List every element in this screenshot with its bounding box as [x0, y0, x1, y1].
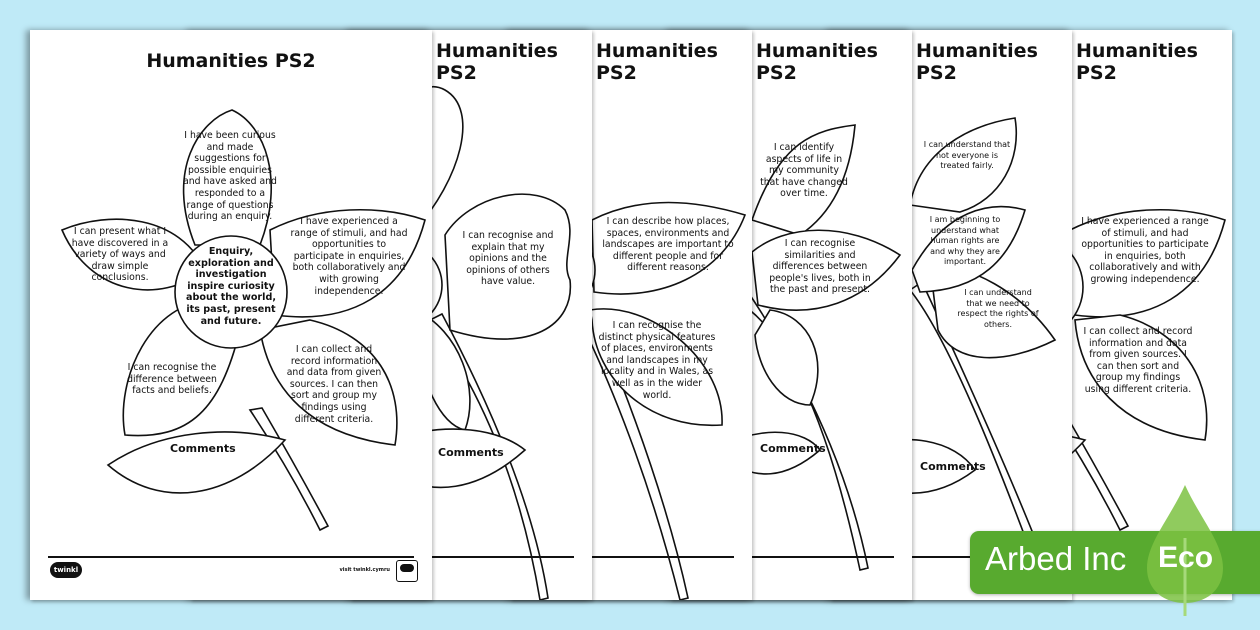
comments-label: Comments	[760, 442, 826, 455]
petal-bottom-left-text: I can recognise the difference between f…	[127, 362, 217, 397]
petal-bottom-right-text: I can collect and record information and…	[1083, 326, 1193, 395]
quality-badge-icon	[396, 560, 418, 582]
page-title: Humanities PS2	[1076, 40, 1198, 84]
flower-drawing	[60, 109, 426, 532]
page-title: Humanities PS2	[756, 40, 878, 84]
centre-text: Enquiry, exploration and investigation i…	[186, 246, 276, 327]
worksheet-page-1[interactable]: Humanities PS2 I have been curious and m…	[30, 30, 432, 600]
page-title: Humanities PS2	[596, 40, 718, 84]
footer-divider	[48, 556, 414, 558]
comments-label: Comments	[438, 446, 504, 459]
page-title: Humanities PS2	[436, 40, 558, 84]
petal-bottom-right-text: I can collect and record information and…	[286, 344, 382, 425]
petal-top-text: I have been curious and made suggestions…	[183, 130, 277, 223]
footer-visit-text: visit twinkl.cymru	[339, 567, 390, 573]
petal-top-text: I can understand that not everyone is tr…	[923, 140, 1011, 170]
petal-right-text: I can describe how places, spaces, envir…	[602, 216, 734, 274]
comments-label: Comments	[170, 442, 236, 455]
brand-name: Arbed Inc	[985, 540, 1127, 577]
petal-top-text: I can identify aspects of life in my com…	[760, 142, 848, 200]
brand-tag: Eco	[1158, 541, 1214, 574]
twinkl-logo: twinkl	[50, 562, 82, 578]
comments-label: Comments	[920, 460, 986, 473]
leaf-icon	[1147, 485, 1223, 616]
petal-left-text: I can present what I have discovered in …	[71, 226, 169, 284]
petal-right-text: I have experienced a range of stimuli, a…	[290, 216, 408, 297]
petal-right-text: I have experienced a range of stimuli, a…	[1081, 216, 1209, 285]
petal-bottom-right-text: I can recognise the distinct physical fe…	[598, 320, 716, 401]
petal-middle-text: I am beginning to understand what human …	[929, 215, 1001, 266]
flower-drawing	[724, 124, 902, 571]
petal-bottom-right-text: I can understand that we need to respect…	[957, 288, 1039, 329]
petal-right-text: I can recognise and explain that my opin…	[462, 230, 554, 288]
page-title: Humanities PS2	[146, 50, 316, 72]
page-title: Humanities PS2	[916, 40, 1038, 84]
petal-right-text: I can recognise similarities and differe…	[769, 238, 871, 296]
